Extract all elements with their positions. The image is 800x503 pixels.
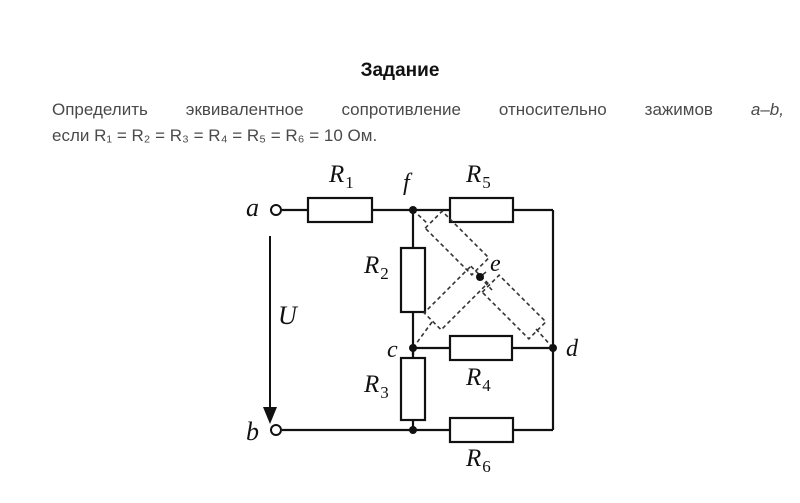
task-title: Задание [360, 60, 440, 81]
resistor-r6 [448, 416, 515, 444]
dashed-star [412, 209, 554, 349]
task-word: относительно [498, 100, 607, 119]
node-label-c: c [387, 337, 398, 363]
task-word: сопротивление [341, 100, 461, 119]
task-word: эквивалентное [185, 100, 304, 119]
task-line-1: Определить эквивалентное сопротивление о… [52, 97, 784, 123]
label-r3: R3 [363, 371, 389, 402]
label-r5: R5 [465, 161, 491, 192]
node-b-dot [409, 426, 417, 434]
terminal-a [270, 204, 282, 216]
node-label-f: f [403, 170, 413, 196]
node-f-dot [409, 206, 417, 214]
label-r1: R1 [328, 161, 354, 192]
resistor-r1 [306, 196, 374, 224]
resistor-r3 [399, 356, 427, 422]
node-d-dot [549, 344, 557, 352]
task-text: Определить эквивалентное сопротивление о… [52, 97, 784, 149]
terminal-b [270, 424, 282, 436]
node-c-dot [409, 344, 417, 352]
label-r2: R2 [363, 252, 389, 283]
task-word: Определить [52, 100, 148, 119]
task-line-2: если R₁ = R₂ = R₃ = R₄ = R₅ = R₆ = 10 Ом… [52, 126, 378, 145]
label-r6: R6 [465, 445, 491, 476]
label-r4: R4 [465, 364, 491, 395]
resistor-r5 [448, 196, 515, 224]
arrow-head [263, 407, 277, 424]
node-label-e: e [490, 251, 501, 277]
resistor-r2 [399, 246, 427, 314]
node-label-a: a [246, 193, 259, 222]
node-e-dot [476, 273, 484, 281]
node-label-b: b [246, 417, 259, 446]
resistor-r4 [448, 334, 514, 362]
voltage-label: U [278, 301, 299, 330]
task-word: зажимов [644, 100, 713, 119]
node-label-d: d [566, 336, 579, 362]
task-terminals: a–b, [750, 100, 784, 119]
